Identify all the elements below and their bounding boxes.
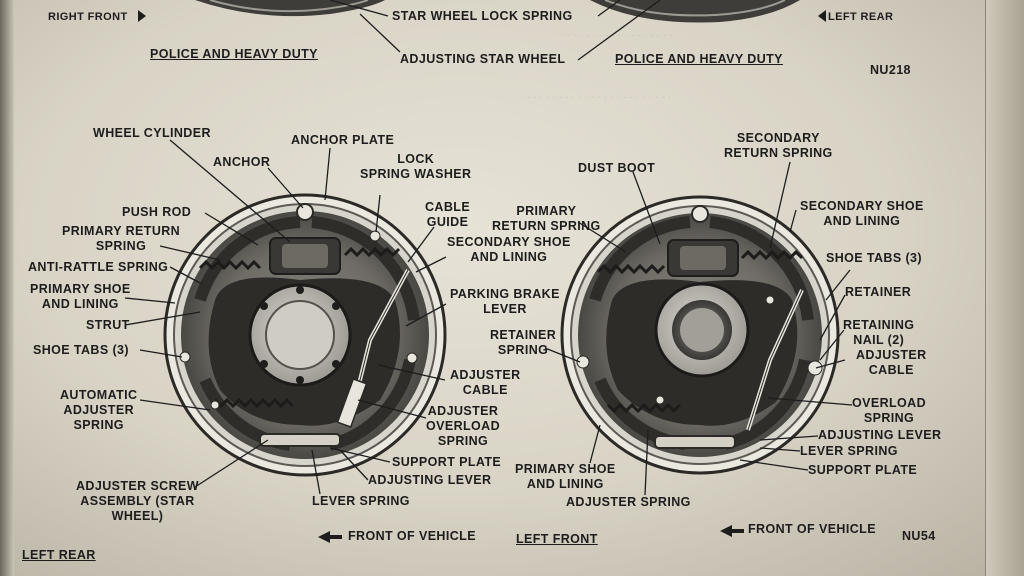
label-support-plate-right: SUPPORT PLATE: [808, 463, 918, 477]
label-adjuster-spring: ADJUSTER SPRING: [566, 495, 691, 509]
label-adjusting-lever-left: ADJUSTING LEVER: [368, 473, 492, 487]
label-adjuster-cable-left: ADJUSTER CABLE: [450, 368, 521, 397]
label-retaining-nail: RETAINING NAIL (2): [843, 318, 915, 347]
front-arrow-left-icon: [318, 531, 330, 543]
bleed-through-text: · · · · · · · · · · · · · · · · · ·: [560, 30, 673, 42]
label-lever-spring-left: LEVER SPRING: [312, 494, 410, 508]
top-right-drum-partial: [590, 0, 800, 23]
label-secondary-shoe-left: SECONDARY SHOE AND LINING: [447, 235, 571, 264]
label-wheel-cylinder: WHEEL CYLINDER: [93, 126, 211, 140]
label-adjusting-lever-right: ADJUSTING LEVER: [818, 428, 942, 442]
label-primary-return-spring-right: PRIMARY RETURN SPRING: [492, 204, 601, 233]
label-anchor: ANCHOR: [213, 155, 271, 169]
label-primary-shoe-left: PRIMARY SHOE AND LINING: [30, 282, 131, 311]
arrow-left-icon: [818, 10, 826, 22]
book-spine: [0, 0, 14, 576]
caption-left-front: LEFT FRONT: [516, 532, 598, 546]
label-support-plate-left: SUPPORT PLATE: [392, 455, 502, 469]
label-automatic-adjuster-spring: AUTOMATIC ADJUSTER SPRING: [60, 388, 138, 432]
left-front-brake-assembly: [560, 195, 840, 475]
label-adjuster-overload-spring: ADJUSTER OVERLOAD SPRING: [426, 404, 501, 448]
figure-number-bottom: NU54: [902, 529, 936, 543]
label-push-rod: PUSH ROD: [122, 205, 192, 219]
label-anti-rattle-spring: ANTI-RATTLE SPRING: [28, 260, 169, 274]
label-right-front: RIGHT FRONT: [48, 11, 128, 23]
label-star-wheel-lock-spring: STAR WHEEL LOCK SPRING: [392, 9, 573, 23]
label-police-heavy-duty-left: POLICE AND HEAVY DUTY: [150, 47, 318, 61]
label-left-rear-top: LEFT REAR: [828, 11, 894, 23]
bleed-through-text-2: · · · · · · · · · · · · · · · · · · · · …: [520, 92, 672, 104]
label-dust-boot: DUST BOOT: [578, 161, 656, 175]
arrow-right-icon: [138, 10, 146, 22]
label-primary-shoe-right: PRIMARY SHOE AND LINING: [515, 462, 616, 491]
label-front-of-vehicle-left: FRONT OF VEHICLE: [348, 529, 476, 543]
label-secondary-shoe-right: SECONDARY SHOE AND LINING: [800, 199, 924, 228]
caption-left-rear: LEFT REAR: [22, 548, 96, 562]
label-anchor-plate: ANCHOR PLATE: [291, 133, 395, 147]
label-lever-spring-right: LEVER SPRING: [800, 444, 898, 458]
label-adjuster-cable-right: ADJUSTER CABLE: [856, 348, 927, 377]
label-strut: STRUT: [86, 318, 130, 332]
label-adjuster-screw-assembly: ADJUSTER SCREW ASSEMBLY (STAR WHEEL): [76, 479, 199, 523]
figure-number-top: NU218: [870, 63, 911, 77]
label-cable-guide: CABLE GUIDE: [425, 200, 471, 229]
label-primary-return-spring-left: PRIMARY RETURN SPRING: [62, 224, 181, 253]
label-lock-spring-washer: LOCK SPRING WASHER: [360, 152, 472, 181]
direction-arrows: [138, 10, 826, 543]
label-retainer-spring: RETAINER SPRING: [490, 328, 557, 357]
label-shoe-tabs-right: SHOE TABS (3): [826, 251, 922, 265]
front-arrow-left-icon-2: [720, 525, 732, 537]
leader-lines: [124, 0, 853, 496]
label-overload-spring: OVERLOAD SPRING: [852, 396, 927, 425]
facing-page-edge: [985, 0, 1024, 576]
label-police-heavy-duty-right: POLICE AND HEAVY DUTY: [615, 52, 783, 66]
label-adjusting-star-wheel: ADJUSTING STAR WHEEL: [400, 52, 566, 66]
label-parking-brake-lever: PARKING BRAKE LEVER: [450, 287, 560, 316]
label-secondary-return-spring: SECONDARY RETURN SPRING: [724, 131, 833, 160]
label-shoe-tabs-left: SHOE TABS (3): [33, 343, 129, 357]
left-rear-brake-assembly: [163, 193, 447, 477]
label-front-of-vehicle-right: FRONT OF VEHICLE: [748, 522, 876, 536]
label-retainer: RETAINER: [845, 285, 912, 299]
top-left-drum-partial: [195, 0, 385, 17]
